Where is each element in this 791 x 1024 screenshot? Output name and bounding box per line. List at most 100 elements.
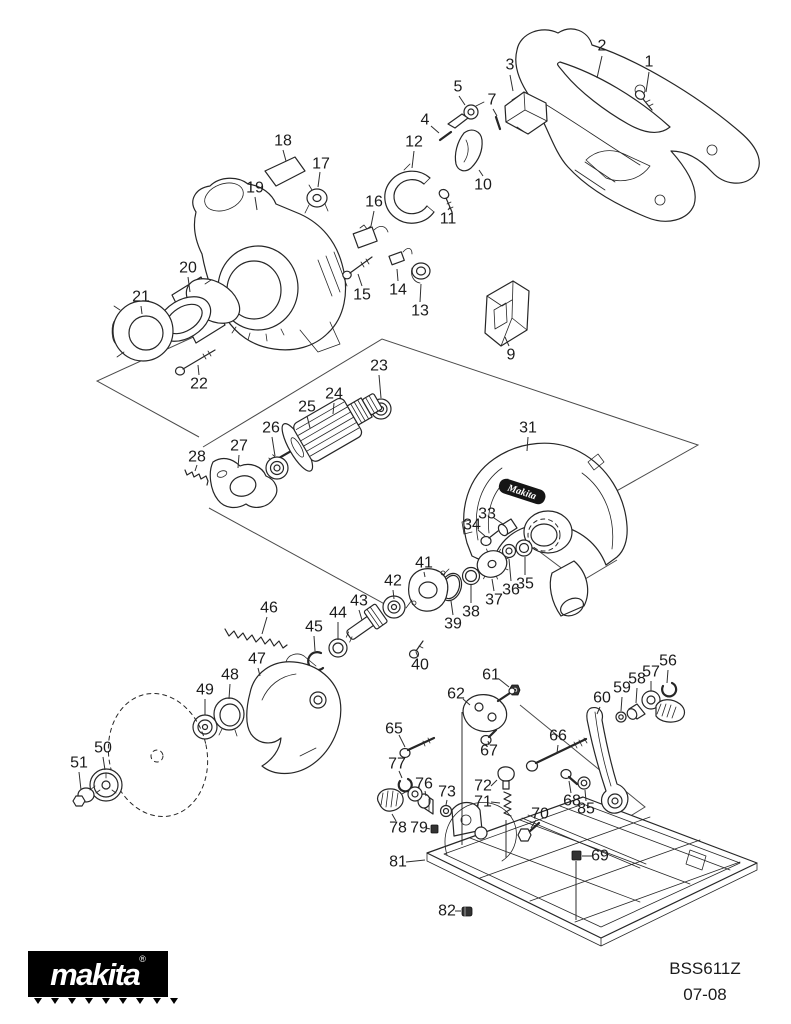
part-label-13: 13 [411, 303, 429, 320]
leader-line-15 [357, 273, 363, 287]
part-label-67: 67 [480, 743, 498, 760]
leader-line-73 [445, 799, 448, 806]
brush-cap-13-art [411, 262, 431, 284]
bevel-bracket-62-art [462, 687, 516, 733]
leader-line-67 [487, 740, 490, 746]
part-label-14: 14 [389, 282, 407, 299]
part-label-62: 62 [447, 686, 465, 703]
part-label-34: 34 [463, 517, 481, 534]
part-label-79: 79 [410, 820, 428, 837]
leader-line-71 [490, 801, 501, 804]
part-label-42: 42 [384, 573, 402, 590]
leader-line-24 [332, 402, 335, 415]
leader-line-20 [187, 276, 191, 293]
part-label-50: 50 [94, 740, 112, 757]
leader-line-61 [498, 678, 510, 688]
part-label-56: 56 [659, 653, 677, 670]
carbon-brush-14-art [388, 248, 413, 266]
part-label-65: 65 [385, 721, 403, 738]
part-label-77: 77 [388, 756, 406, 773]
leader-line-33 [493, 517, 504, 525]
leader-line-60 [596, 706, 601, 715]
spring-46-art [224, 628, 288, 649]
spindle-43-art [345, 603, 388, 643]
part-label-4: 4 [421, 112, 430, 129]
leader-line-14 [396, 268, 399, 282]
screw-22-art [174, 349, 216, 376]
leader-line-28 [194, 464, 198, 472]
model-number: BSS611Z [669, 959, 741, 978]
hex-bolt-51-art [72, 785, 96, 807]
lever-27-art [209, 457, 278, 509]
part-label-47: 47 [248, 651, 266, 668]
assembly-group-boundaries [95, 302, 700, 879]
leader-line-46 [261, 616, 268, 635]
leader-line-66 [556, 744, 559, 754]
part-label-27: 27 [230, 438, 248, 455]
pin-4-art [438, 130, 453, 142]
part-label-49: 49 [196, 682, 214, 699]
leader-line-48 [228, 683, 231, 700]
leader-line-19 [254, 196, 258, 211]
leader-line-5 [458, 95, 466, 106]
leader-line-7 [492, 108, 498, 117]
outer-flange-50-art [89, 768, 123, 802]
ring-44-art [328, 638, 348, 658]
part-label-18: 18 [274, 133, 292, 150]
part-label-28: 28 [188, 449, 206, 466]
part-label-31: 31 [519, 420, 537, 437]
part-label-73: 73 [438, 784, 456, 801]
bearing-35-art [515, 539, 533, 557]
connector-box-9-art [484, 280, 530, 347]
group-boundary-3 [208, 507, 402, 614]
leader-line-47 [257, 667, 261, 677]
part-label-39: 39 [444, 616, 462, 633]
leader-line-51 [78, 771, 82, 791]
leader-line-34 [477, 529, 486, 537]
bearing-42-art [382, 595, 406, 619]
part-label-70: 70 [531, 806, 549, 823]
part-label-58: 58 [628, 671, 646, 688]
part-label-36: 36 [502, 582, 520, 599]
leader-line-1 [645, 71, 650, 93]
part-number-callouts: 1234579101112131415161718192021222324252… [70, 38, 677, 920]
lever-78-art [376, 786, 423, 812]
leader-line-77 [398, 770, 403, 779]
leader-line-85 [584, 789, 587, 802]
registered-trademark-symbol: ® [139, 954, 146, 964]
part-label-24: 24 [325, 386, 343, 403]
leader-line-70 [530, 819, 537, 829]
leader-line-56 [666, 669, 669, 684]
sleeve-58-art [626, 703, 646, 720]
part-label-12: 12 [405, 134, 423, 151]
part-label-17: 17 [312, 156, 330, 173]
leader-line-18 [282, 149, 287, 162]
part-label-37: 37 [485, 592, 503, 609]
part-label-57: 57 [642, 664, 660, 681]
leader-line-59 [620, 696, 623, 712]
part-label-3: 3 [506, 57, 515, 74]
part-label-19: 19 [246, 180, 264, 197]
e-ring-56-art [661, 681, 678, 698]
bolt-70-art [517, 821, 541, 842]
part-label-69: 69 [591, 848, 609, 865]
part-label-35: 35 [516, 576, 534, 593]
leader-line-13 [419, 283, 422, 303]
screw-11-art [438, 188, 454, 213]
part-label-78: 78 [389, 820, 407, 837]
washer-73-art [439, 804, 453, 818]
part-label-41: 41 [415, 555, 433, 572]
spring-71-art [503, 791, 512, 817]
bearing-49-art [192, 714, 218, 740]
part-label-23: 23 [370, 358, 388, 375]
part-label-7: 7 [488, 92, 497, 109]
leader-line-22 [197, 364, 200, 376]
part-label-20: 20 [179, 260, 197, 277]
part-label-66: 66 [549, 728, 567, 745]
base-81-art [426, 796, 758, 947]
pin-79-art [430, 824, 439, 834]
part-label-2: 2 [598, 38, 607, 55]
pin-82-art [461, 906, 473, 917]
